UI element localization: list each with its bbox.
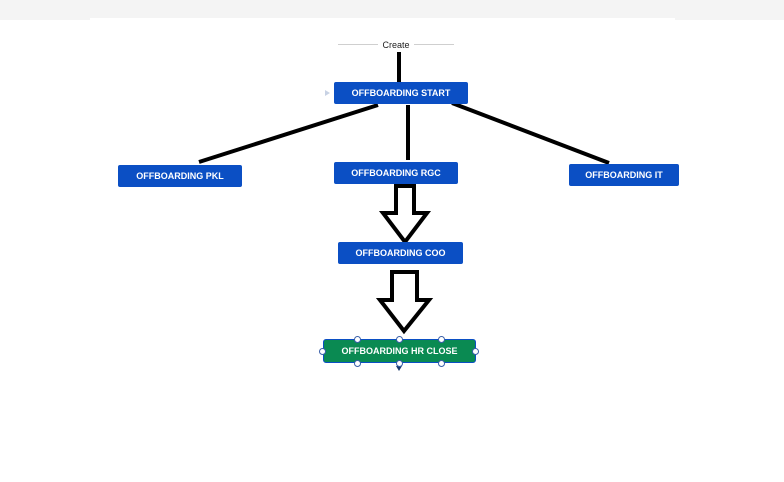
node-offboarding-rgc[interactable]: OFFBOARDING RGC [334, 162, 458, 184]
node-label: OFFBOARDING COO [355, 248, 446, 258]
selection-anchor-marker [396, 366, 402, 371]
top-toolbar-strip [0, 0, 784, 20]
transition-label-text: Create [382, 40, 410, 50]
resize-handle[interactable] [396, 360, 403, 367]
transition-label-create[interactable]: Create [338, 38, 454, 52]
node-label: OFFBOARDING START [351, 88, 451, 98]
arrow-coo-hrclose [375, 270, 434, 335]
node-label: OFFBOARDING IT [585, 170, 663, 180]
node-label: OFFBOARDING HR CLOSE [341, 346, 458, 356]
incoming-marker-icon [325, 90, 330, 96]
node-offboarding-start[interactable]: OFFBOARDING START [334, 82, 468, 104]
resize-handle[interactable] [472, 348, 479, 355]
resize-handle[interactable] [354, 336, 361, 343]
resize-handle[interactable] [354, 360, 361, 367]
resize-handle[interactable] [438, 360, 445, 367]
node-offboarding-it[interactable]: OFFBOARDING IT [569, 164, 679, 186]
arrow-rgc-coo [378, 184, 432, 246]
node-offboarding-pkl[interactable]: OFFBOARDING PKL [118, 165, 242, 187]
node-label: OFFBOARDING PKL [136, 171, 224, 181]
node-offboarding-coo[interactable]: OFFBOARDING COO [338, 242, 463, 264]
resize-handle[interactable] [396, 336, 403, 343]
resize-handle[interactable] [319, 348, 326, 355]
resize-handle[interactable] [438, 336, 445, 343]
connector-start-pkl [198, 103, 379, 164]
node-label: OFFBOARDING RGC [351, 168, 441, 178]
connector-start-it [451, 101, 610, 165]
